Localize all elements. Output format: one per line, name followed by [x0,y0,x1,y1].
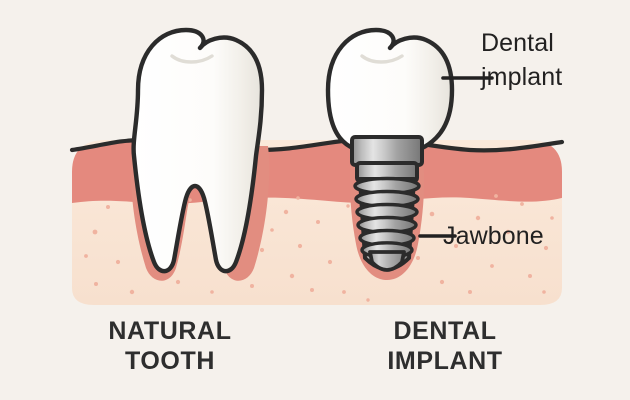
caption-dental-implant: DENTAL IMPLANT [387,317,503,375]
implant-screw-tip [368,250,406,272]
tooth-fissure-line [170,54,214,64]
natural-tooth-outline [131,27,265,274]
caption-natural-tooth: NATURAL TOOTH [108,317,232,375]
implant-screw-threads [353,176,421,259]
natural-tooth [130,27,270,281]
dental-implant [325,27,455,280]
label-dental-implant-callout: Dental jmplant [481,29,563,91]
implant-abutment [350,135,424,167]
implant-crown-fissure [360,54,404,64]
label-jawbone-callout: Jawbone [443,222,544,250]
implant-crown [325,27,455,155]
